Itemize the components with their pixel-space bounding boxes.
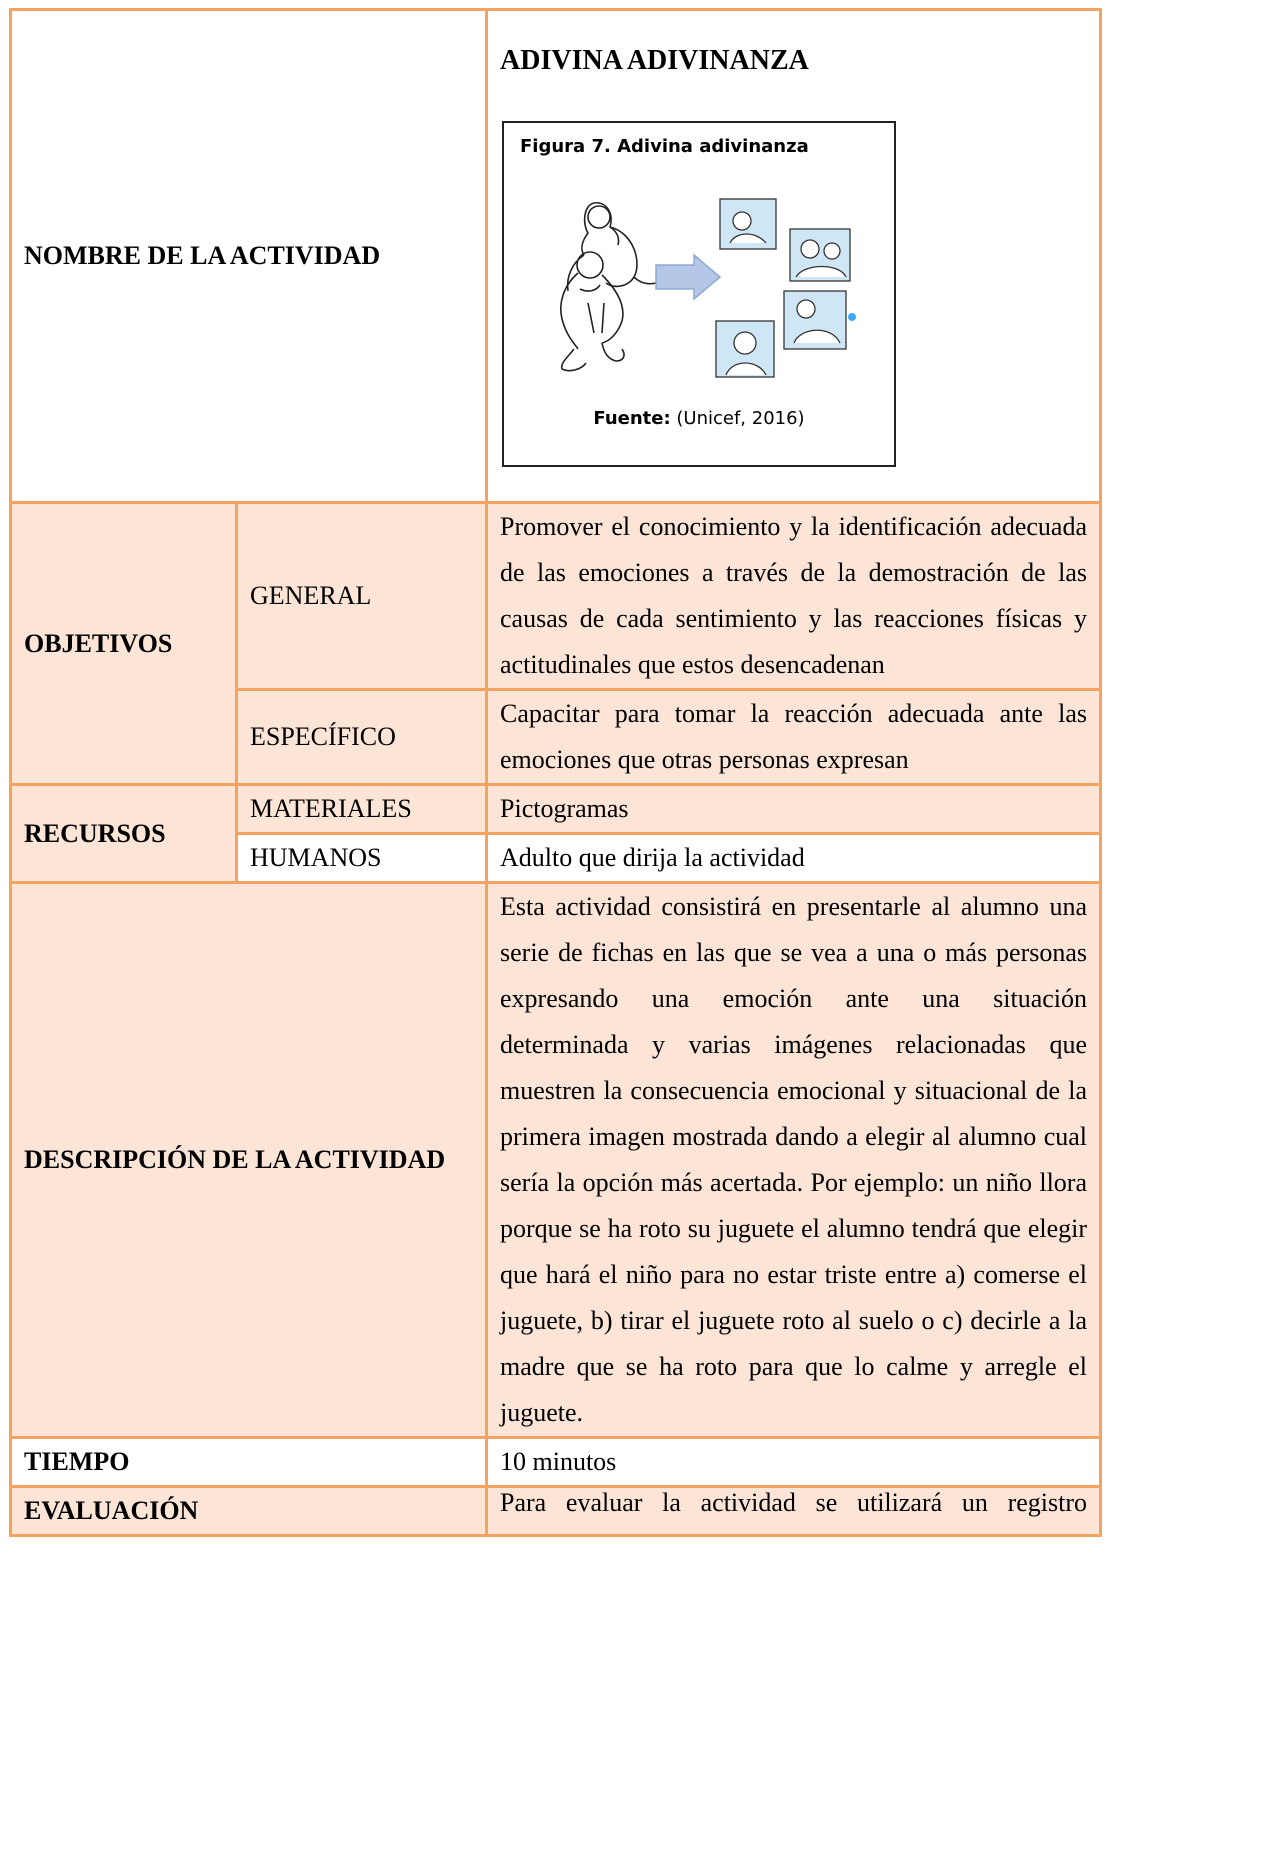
children-sitting-icon	[560, 202, 657, 372]
figure-box: Figura 7. Adivina adivinanza	[502, 121, 897, 467]
description-label: DESCRIPCIÓN DE LA ACTIVIDAD	[8, 881, 489, 1439]
description-row: DESCRIPCIÓN DE LA ACTIVIDAD Esta activid…	[8, 881, 1103, 1439]
activity-name-cell: ADIVINA ADIVINANZA Figura 7. Adivina adi…	[485, 8, 1103, 504]
resources-materials-text: Pictogramas	[485, 783, 1103, 835]
evaluation-label: EVALUACIÓN	[8, 1485, 489, 1537]
resources-materials-label: MATERIALES	[234, 783, 489, 835]
time-value: 10 minutos	[485, 1436, 1103, 1488]
resources-materials-row: RECURSOS MATERIALES Pictogramas	[9, 783, 1103, 884]
figure-caption: Figura 7. Adivina adivinanza	[520, 136, 809, 157]
objectives-label: OBJETIVOS	[9, 501, 238, 786]
figure-source: Fuente: (Unicef, 2016)	[504, 405, 894, 433]
evaluation-row: EVALUACIÓN Para evaluar la actividad se …	[8, 1485, 1103, 1537]
activity-table: NOMBRE DE LA ACTIVIDAD ADIVINA ADIVINANZ…	[8, 8, 1103, 1537]
objectives-general-text: Promover el conocimiento y la identifica…	[485, 501, 1103, 691]
arrow-right-icon	[655, 253, 722, 301]
pictogram-illustration	[560, 198, 857, 378]
objectives-specific-text: Capacitar para tomar la reacción adecuad…	[485, 688, 1103, 786]
blue-dot-icon	[848, 313, 857, 321]
objectives-specific-label: ESPECÍFICO	[234, 688, 489, 786]
evaluation-text-cell: Para evaluar la actividad se utilizará u…	[485, 1485, 1103, 1537]
time-row: TIEMPO 10 minutos	[8, 1436, 1103, 1488]
objectives-general-row: OBJETIVOS GENERAL Promover el conocimien…	[9, 501, 1103, 786]
activity-title: ADIVINA ADIVINANZA	[500, 45, 809, 76]
activity-name-label: NOMBRE DE LA ACTIVIDAD	[8, 8, 489, 504]
objectives-specific-row: ESPECÍFICO Capacitar para tomar la reacc…	[11, 688, 1103, 786]
evaluation-text: Para evaluar la actividad se utilizará u…	[500, 1488, 1088, 1517]
figure-source-text: (Unicef, 2016)	[670, 408, 805, 429]
time-label: TIEMPO	[8, 1436, 489, 1488]
activity-name-row: NOMBRE DE LA ACTIVIDAD ADIVINA ADIVINANZ…	[8, 8, 1103, 504]
objectives-general-label: GENERAL	[234, 501, 489, 691]
description-text: Esta actividad consistirá en presentarle…	[485, 881, 1103, 1439]
figure-source-label: Fuente:	[593, 408, 671, 429]
resources-human-text: Adulto que dirija la actividad	[485, 832, 1103, 884]
pictogram-cards-icon	[715, 198, 851, 378]
resources-label: RECURSOS	[9, 783, 238, 884]
resources-human-row: HUMANOS Adulto que dirija la actividad	[11, 832, 1103, 884]
resources-human-label: HUMANOS	[234, 832, 489, 884]
